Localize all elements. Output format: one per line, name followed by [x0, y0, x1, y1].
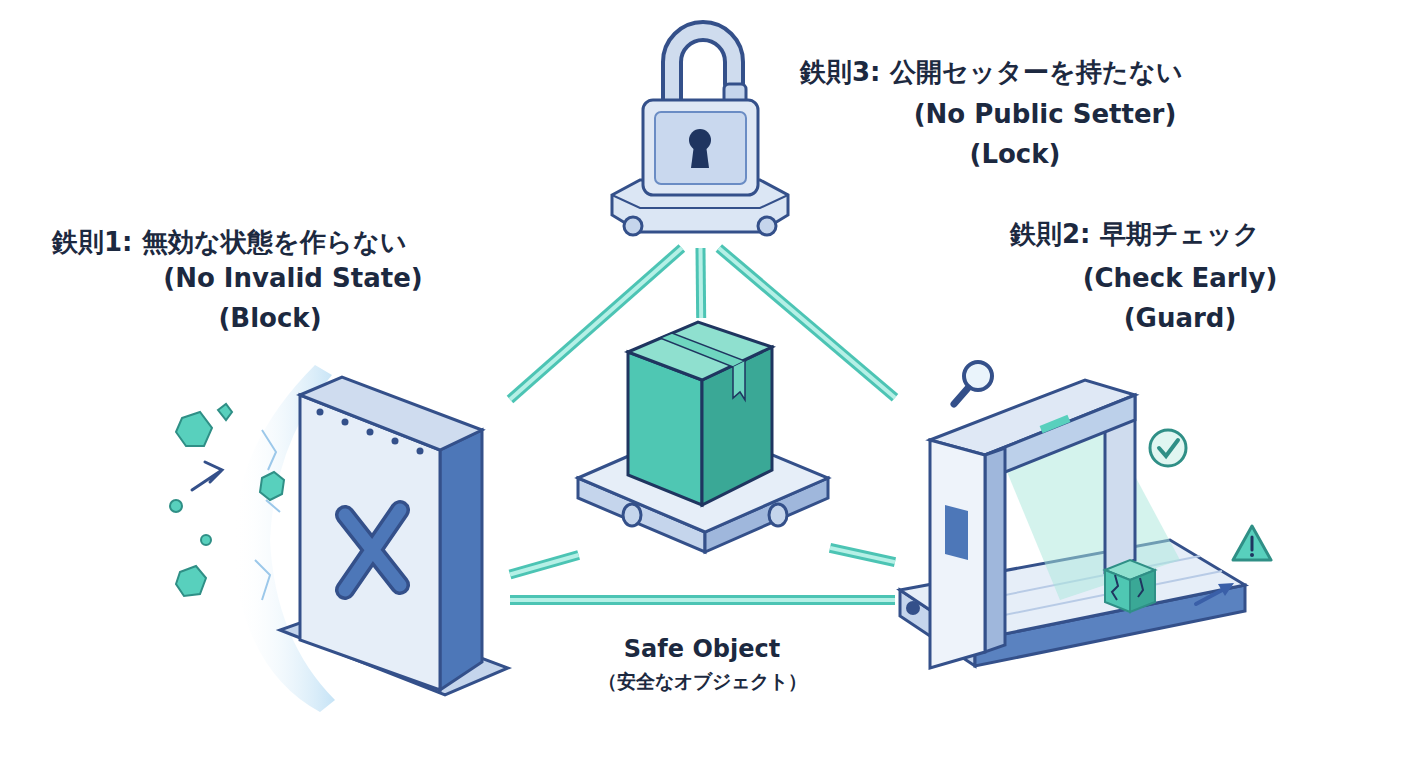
lock-panel: [655, 112, 746, 184]
fragment: [176, 566, 206, 596]
barrier-icon: [170, 365, 508, 712]
gate-pillar-side: [985, 448, 1005, 652]
rivet: [367, 429, 374, 436]
rivet: [342, 419, 349, 426]
connector-line: [698, 248, 703, 318]
platform-knob: [623, 504, 641, 526]
connector-casing: [510, 555, 579, 574]
connector-casing: [510, 595, 895, 605]
node-heading: 鉄則3: 公開セッターを持たない: [800, 56, 1220, 89]
fragment: [170, 500, 182, 512]
node-subtitle: （安全なオブジェクト）: [532, 670, 872, 694]
lock-base-edge: [612, 195, 788, 208]
connector-line: [510, 555, 579, 574]
cube-tape: [660, 333, 745, 367]
illustrated-node: Safe Object（安全なオブジェクト）: [575, 318, 830, 555]
reject-arrowhead: [1218, 583, 1234, 596]
node-heading: Safe Object: [552, 634, 852, 664]
node-heading: 鉄則1: 無効な状態を作らない: [52, 226, 492, 259]
x-mark: [345, 510, 400, 590]
illustrated-node: 鉄則1: 無効な状態を作らない(No Invalid State)(Block): [285, 375, 510, 700]
node-subtitle: (No Invalid State): [133, 262, 453, 295]
fragment: [201, 535, 211, 545]
magnifier-handle: [954, 388, 968, 404]
lock-body: [643, 100, 758, 195]
node-subtitle: (Check Early): [1030, 262, 1330, 295]
connector-line: [510, 598, 895, 602]
fragment: [260, 472, 284, 500]
connector-casing: [830, 548, 895, 562]
node-subtitle: (Guard): [1080, 302, 1280, 335]
cube-top: [628, 322, 772, 380]
node-subtitle: (No Public Setter): [875, 98, 1215, 131]
rivet: [317, 409, 324, 416]
gate-pillar: [930, 440, 985, 668]
reject-arrow: [1196, 588, 1226, 604]
platform-knob: [769, 504, 787, 526]
barrier-top: [300, 377, 482, 450]
illustrated-node: 鉄則2: 早期チェック(Check Early)(Guard): [895, 362, 1280, 695]
rivet: [392, 438, 399, 445]
gate-light: [1040, 415, 1071, 434]
keyhole: [691, 145, 709, 168]
node-heading: 鉄則2: 早期チェック: [1010, 218, 1390, 251]
gate-screen: [945, 505, 968, 560]
check-mark: [1159, 440, 1178, 456]
deflect-arrow: [192, 462, 222, 490]
check-badge: [1150, 430, 1186, 466]
roller: [906, 601, 920, 615]
fragment: [176, 412, 212, 446]
rivet: [417, 448, 424, 455]
gate-beam-front: [985, 395, 1135, 480]
x-mark-outline: [345, 510, 400, 590]
warning-mark: [1251, 537, 1254, 550]
node-subtitle: (Block): [170, 302, 370, 335]
warning-mark: [1250, 553, 1254, 557]
connector-line: [830, 548, 895, 562]
cube-tape: [733, 361, 745, 400]
safe-object-icon: [578, 322, 828, 552]
padlock-icon: [612, 31, 788, 235]
box-crack: [1112, 575, 1143, 600]
base-knob: [624, 217, 642, 235]
broken-box: [1105, 570, 1130, 612]
shield-crack: [255, 430, 280, 600]
illustrated-node: 鉄則3: 公開セッターを持たない(No Public Setter)(Lock): [608, 20, 792, 248]
node-subtitle: (Lock): [875, 138, 1155, 171]
scanner-icon: [900, 362, 1271, 668]
fragment: [218, 404, 232, 420]
base-knob: [758, 217, 776, 235]
barrier-side: [440, 430, 482, 690]
connector-casing: [695, 248, 706, 318]
warning-sign: [1233, 526, 1271, 560]
